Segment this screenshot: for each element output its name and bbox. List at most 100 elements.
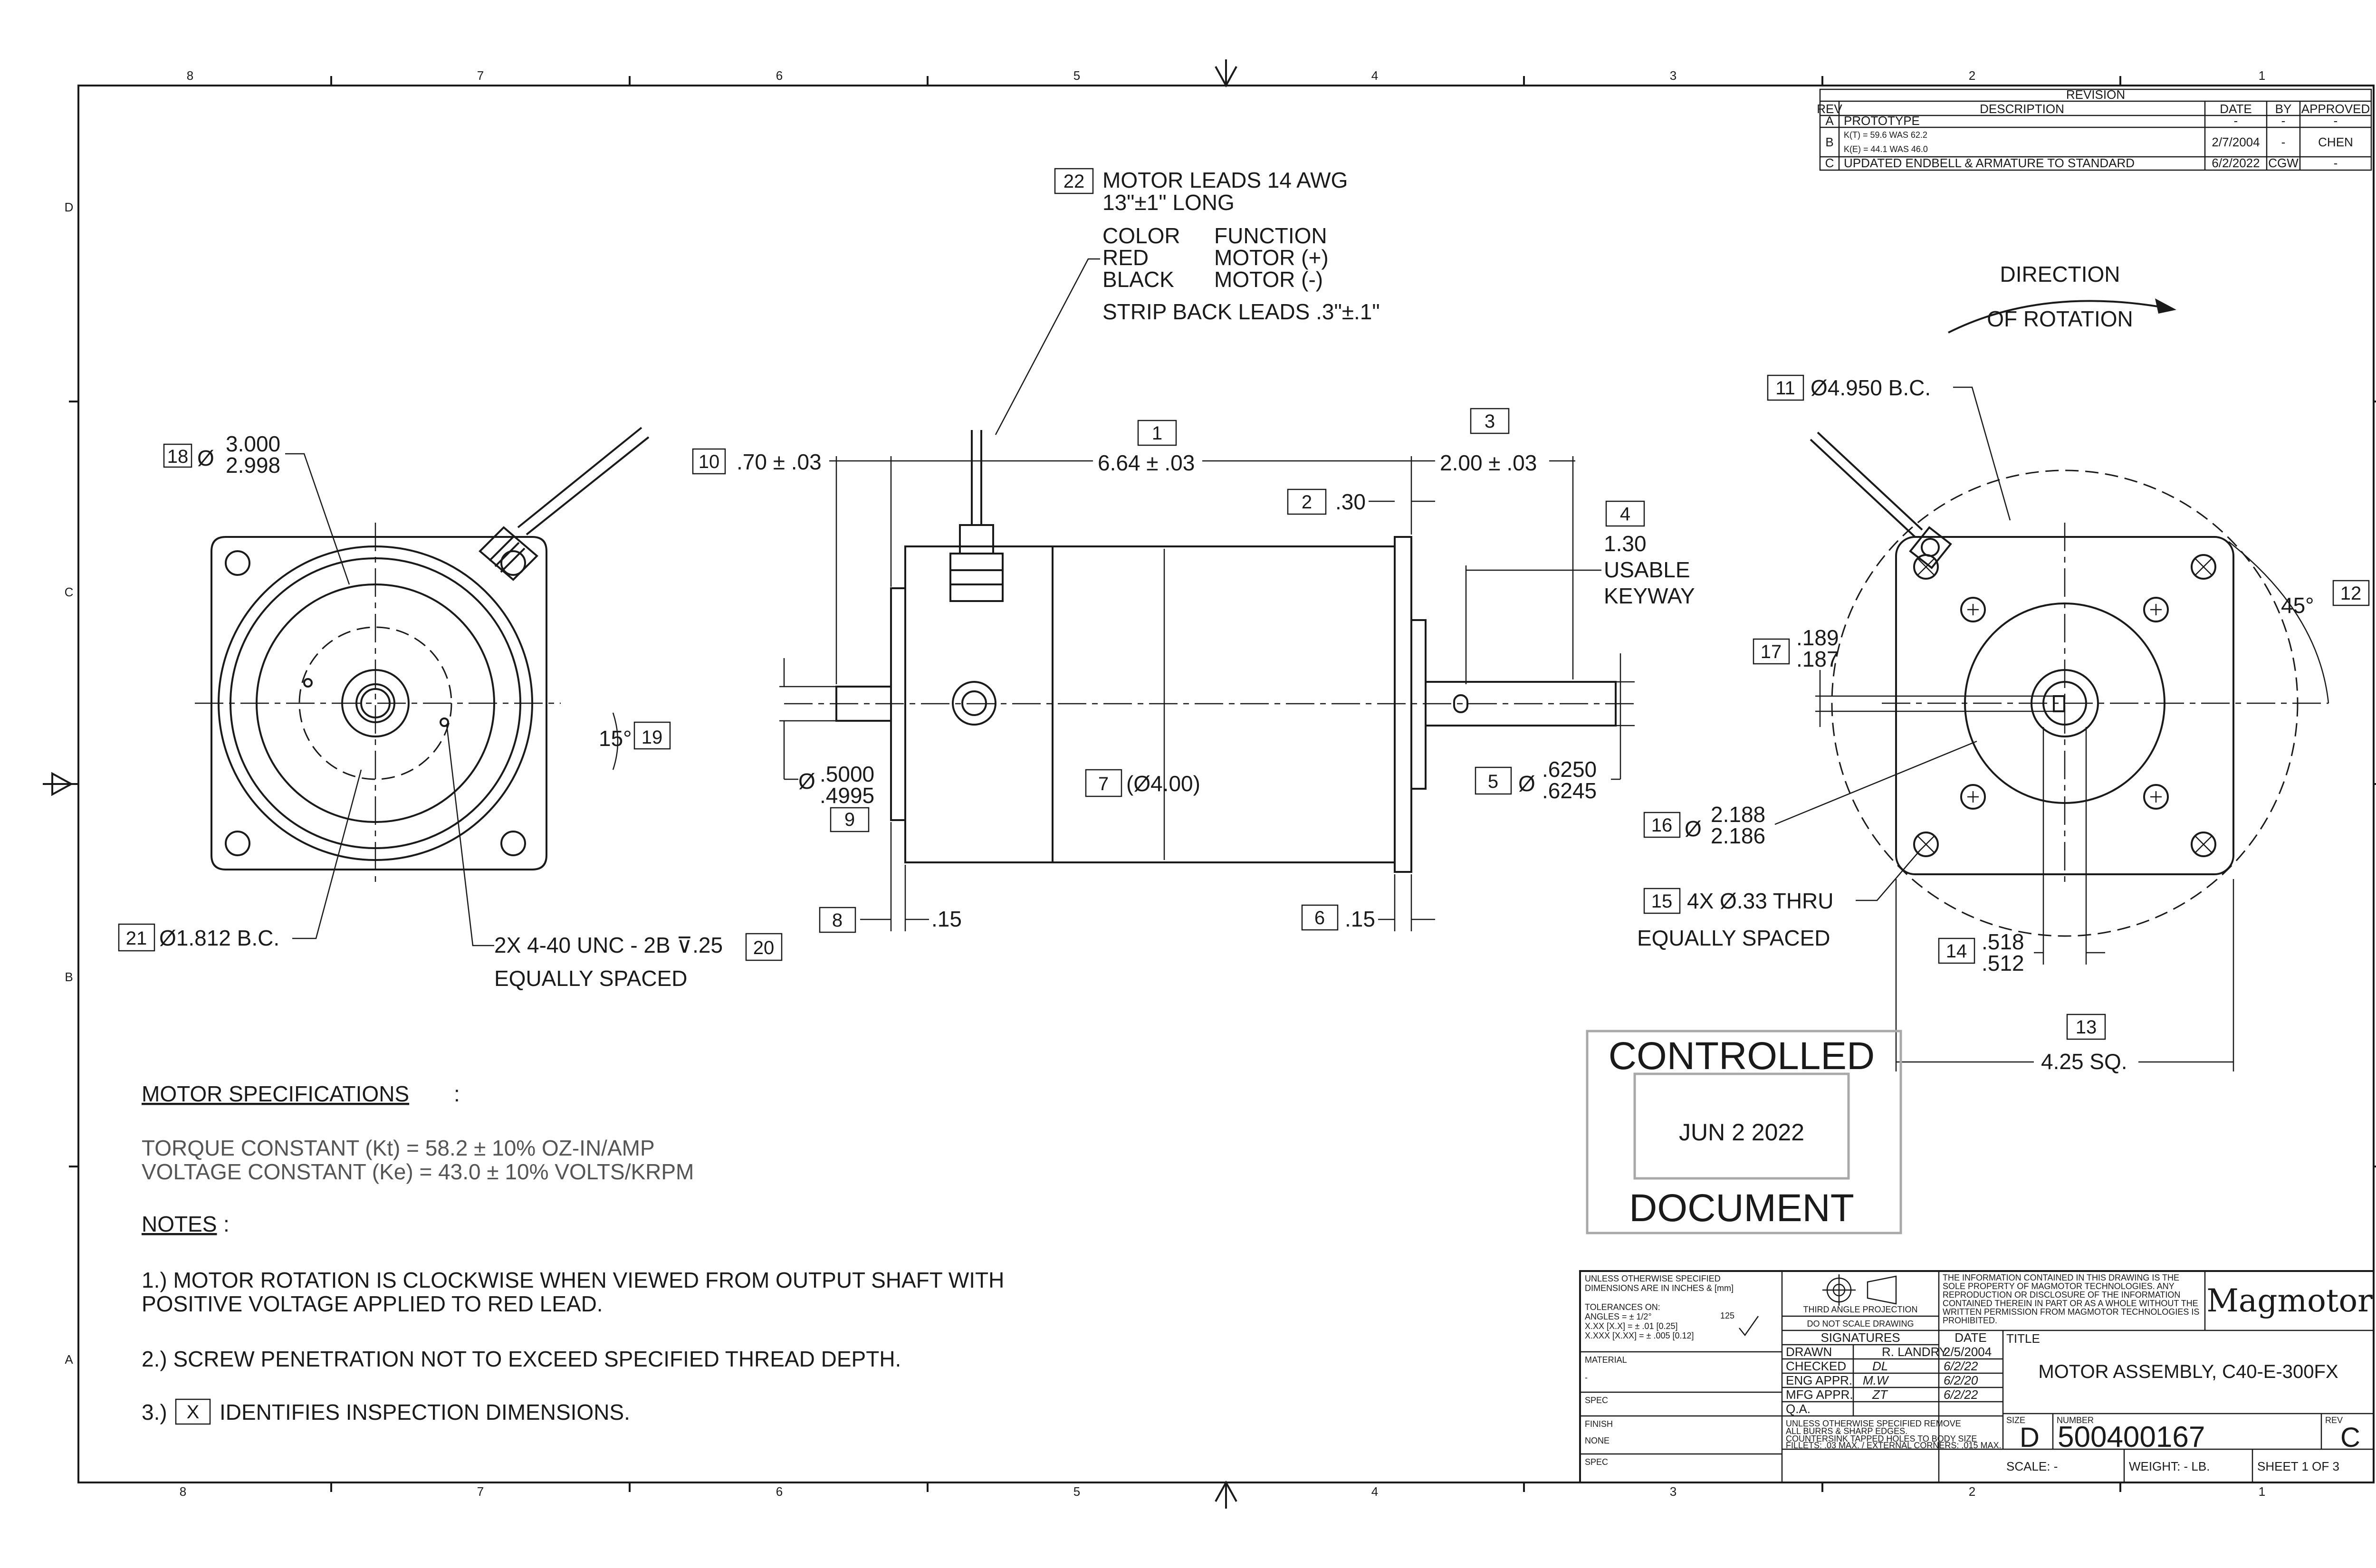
dim-21-tag: 21 <box>126 928 147 949</box>
rev-c-desc: UPDATED ENDBELL & ARMATURE TO STANDARD <box>1844 156 2135 170</box>
note-3-tag: X <box>187 1402 200 1423</box>
svg-text:Ø: Ø <box>1518 771 1535 796</box>
note-3-prefix: 3.) <box>142 1400 167 1425</box>
rev-c-date: 6/2/2022 <box>2212 156 2260 170</box>
left-zone-a: A <box>65 1352 73 1367</box>
dim-9-tag: 9 <box>844 809 855 830</box>
dim-12-angle: 45° <box>2281 593 2314 618</box>
tol-line-6: X.XX [X.X] = ± .01 [0.25] <box>1585 1321 1678 1331</box>
side-cable-gland <box>949 430 1004 726</box>
title-block: UNLESS OTHERWISE SPECIFIED DIMENSIONS AR… <box>1579 1270 2375 1483</box>
dim-11-tag: 11 <box>1775 378 1795 399</box>
number-value: 500400167 <box>2058 1421 2205 1453</box>
dim-20-line1: 2X 4-40 UNC - 2B ⊽.25 <box>494 933 723 957</box>
prop-4: CONTAINED THEREIN IN PART OR AS A WHOLE … <box>1943 1299 2198 1308</box>
dim-18-tag: 18 <box>167 446 189 467</box>
note-1a: 1.) MOTOR ROTATION IS CLOCKWISE WHEN VIE… <box>142 1268 1004 1292</box>
dim-17: 17 .189 .187 <box>1753 625 2053 727</box>
left-flange <box>211 536 547 870</box>
number-label: NUMBER <box>2057 1415 2094 1425</box>
dim-6: 6 .15 <box>1301 874 1435 931</box>
dim-15-line2: EQUALLY SPACED <box>1637 926 1830 950</box>
dim-21-text: Ø1.812 B.C. <box>159 926 279 950</box>
dim-2-tag: 2 <box>1302 492 1312 513</box>
leads-red: RED <box>1102 245 1149 270</box>
rev-b-approved: CHEN <box>2318 135 2353 149</box>
weight: WEIGHT: - LB. <box>2129 1459 2210 1473</box>
dim-19-angle: 15° <box>599 726 632 751</box>
tol-line-7: X.XXX [X.XX] = ± .005 [0.12] <box>1585 1331 1694 1340</box>
dim-19-tag: 19 <box>642 727 663 748</box>
sig-date-header: DATE <box>1954 1330 1986 1345</box>
dim-18: 18 Ø 3.000 2.998 <box>163 431 350 585</box>
stamp-date: JUN 2 2022 <box>1679 1119 1804 1146</box>
dim-8-text: .15 <box>931 907 962 931</box>
bottom-zone-4: 4 <box>1371 1484 1378 1499</box>
rev-a-letter: A <box>1825 114 1834 128</box>
dim-13-tag: 13 <box>2076 1017 2097 1038</box>
sig-eng-label: ENG APPR. <box>1786 1373 1852 1387</box>
left-zone-d: D <box>65 200 74 214</box>
dim-7-tag: 7 <box>1098 774 1109 794</box>
dim-5-lower: .6245 <box>1542 778 1597 803</box>
dim-4: 4 1.30 USABLE KEYWAY <box>1465 500 1695 684</box>
rev-b-desc-1: K(T) = 59.6 WAS 62.2 <box>1844 130 1927 140</box>
left-tapped-hole-1 <box>303 678 313 688</box>
rev-c-letter: C <box>1825 156 1834 170</box>
dim-16: 16 Ø 2.188 2.186 <box>1643 740 1977 848</box>
projection-label: THIRD ANGLE PROJECTION <box>1803 1305 1917 1314</box>
dim-9-lower: .4995 <box>820 783 874 808</box>
bottom-zone-7: 7 <box>477 1484 484 1499</box>
top-zone-7: 7 <box>477 68 484 83</box>
dim-11: 11 Ø4.950 B.C. <box>1767 374 2011 521</box>
bottom-zone-1: 1 <box>2259 1484 2265 1499</box>
rev-a-by: - <box>2281 114 2286 128</box>
dim-2-text: .30 <box>1335 489 1366 514</box>
svg-text::: : <box>223 1212 230 1236</box>
dim-14: 14 .518 .512 <box>1938 727 2105 975</box>
dim-5-upper: .6250 <box>1542 757 1597 782</box>
dim-3: 3 2.00 ± .03 <box>1411 408 1575 679</box>
dim-2: 2 .30 <box>1287 488 1435 515</box>
dim-10-tag: 10 <box>699 451 720 472</box>
size-value: D <box>2020 1422 2040 1453</box>
bottom-zone-8: 8 <box>180 1484 186 1499</box>
rev-value: C <box>2340 1422 2360 1453</box>
sig-drawn-date: 2/5/2004 <box>1944 1345 1992 1359</box>
dim-17-tag: 17 <box>1761 641 1782 662</box>
dim-6-text: .15 <box>1345 907 1375 931</box>
dim-13: 13 4.25 SQ. <box>1895 879 2234 1074</box>
finish-mark: 125 <box>1720 1311 1734 1320</box>
leads-line1: MOTOR LEADS 14 AWG <box>1102 168 1348 192</box>
leads-strip: STRIP BACK LEADS .3"±.1" <box>1102 299 1380 324</box>
company-logo: Magmotor <box>2206 1282 2373 1319</box>
dim-19: 15° 19 <box>599 712 671 770</box>
rev-a-desc: PROTOTYPE <box>1844 114 1920 128</box>
rev-col-approved: APPROVED <box>2301 102 2370 116</box>
dim-7: 7 (Ø4.00) <box>1085 549 1200 860</box>
rotation-note: DIRECTION OF ROTATION <box>1948 262 2176 334</box>
svg-text::: : <box>454 1081 460 1106</box>
prop-2: SOLE PROPERTY OF MAGMOTOR TECHNOLOGIES. … <box>1943 1281 2175 1291</box>
note-1b: POSITIVE VOLTAGE APPLIED TO RED LEAD. <box>142 1291 603 1316</box>
stamp-top: CONTROLLED <box>1609 1034 1875 1078</box>
left-tapped-hole-2 <box>440 717 449 727</box>
dim-1: 1 6.64 ± .03 <box>891 420 1412 535</box>
sig-mfg-name: ZT <box>1872 1387 1888 1402</box>
rev-b-desc-2: K(E) = 44.1 WAS 46.0 <box>1844 144 1928 154</box>
right-cable-gland <box>1810 431 1952 569</box>
specs-torque: TORQUE CONSTANT (Kt) = 58.2 ± 10% OZ-IN/… <box>142 1136 655 1160</box>
note-2: 2.) SCREW PENETRATION NOT TO EXCEED SPEC… <box>142 1347 901 1371</box>
specs-title: MOTOR SPECIFICATIONS <box>142 1081 409 1106</box>
dim-1-tag: 1 <box>1152 423 1162 444</box>
material-label: MATERIAL <box>1585 1355 1627 1365</box>
rev-col-rev: REV <box>1817 102 1842 116</box>
rev-c-approved: - <box>2334 156 2338 170</box>
left-zone-b: B <box>65 970 73 984</box>
sheet: SHEET 1 OF 3 <box>2257 1459 2339 1473</box>
left-mount-hole-br <box>500 831 526 856</box>
rev-b-by: - <box>2281 135 2286 149</box>
deburr-2: ALL BURRS & SHARP EDGES. <box>1786 1426 1907 1436</box>
drawing-border: 8 7 6 5 4 3 2 1 8 7 6 5 4 3 2 1 D C B A … <box>43 59 2376 1509</box>
top-center-mark <box>1215 59 1237 88</box>
